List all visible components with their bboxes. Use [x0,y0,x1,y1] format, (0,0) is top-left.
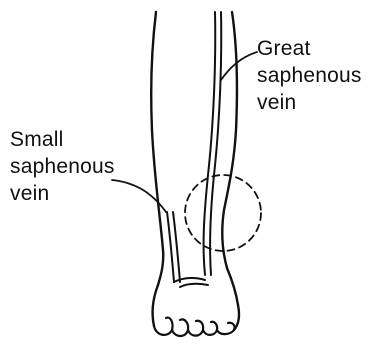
great-saphenous-vein-label: Great saphenous vein [257,35,362,116]
small-saphenous-label-line-2: saphenous [10,153,115,180]
leg-outline-left [151,12,163,285]
small-saphenous-vein-label: Small saphenous vein [10,126,115,207]
toe-5 [217,323,235,334]
leader-line-great [221,52,257,80]
foot-outline [153,285,239,330]
toe-2 [172,319,188,336]
toe-big [154,318,173,335]
leg-outline-right [222,12,238,305]
great-saphenous-vein [204,12,222,275]
great-saphenous-label-line-1: Great [257,35,362,62]
small-saphenous-label-line-1: Small [10,126,115,153]
great-saphenous-label-line-2: saphenous [257,62,362,89]
small-saphenous-vein [167,212,180,282]
great-saphenous-label-line-3: vein [257,89,362,116]
dorsal-venous-arch [174,278,208,287]
toe-3 [188,321,203,336]
toe-4 [203,322,217,335]
small-saphenous-label-line-3: vein [10,180,115,207]
